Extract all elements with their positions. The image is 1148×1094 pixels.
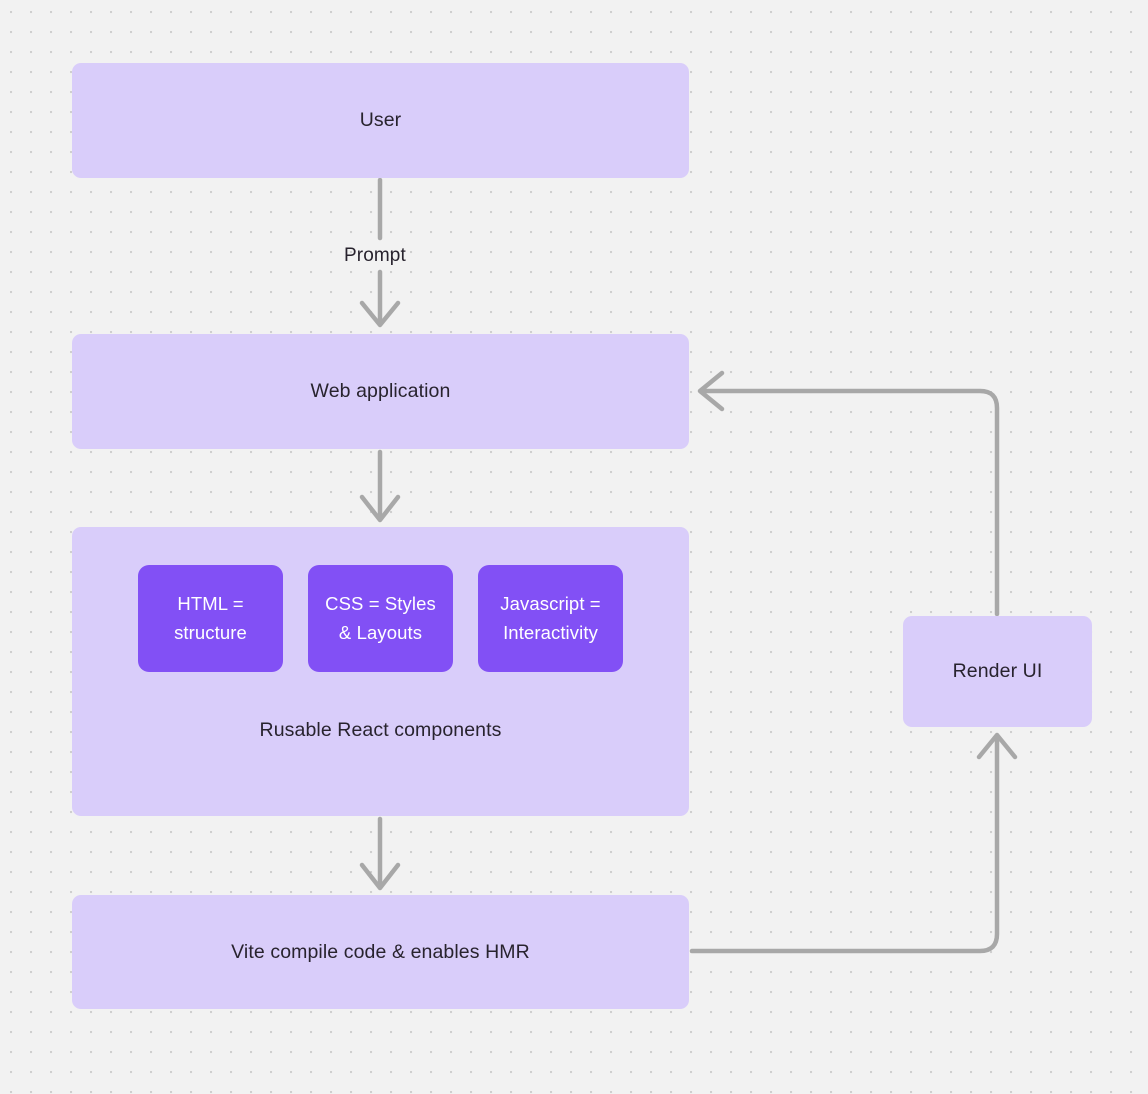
arrowhead-left-icon (697, 370, 725, 412)
node-react-components-container[interactable]: HTML = structure CSS = Styles & Layouts Ja… (72, 527, 689, 816)
chip-css[interactable]: CSS = Styles & Layouts (308, 565, 453, 672)
edge-components-to-vite (359, 816, 401, 891)
edge-vite-to-render (689, 732, 1018, 954)
chip-css-line2: & Layouts (338, 621, 423, 643)
node-web-application-label: Web application (310, 380, 451, 403)
chip-html-line2: structure (174, 621, 247, 643)
chip-html-line1: HTML = (177, 592, 244, 614)
node-react-components-caption: Rusable React components (259, 719, 502, 741)
chip-javascript-label: Javascript = Interactivity (500, 590, 600, 647)
node-vite[interactable]: Vite compile code & enables HMR (72, 895, 689, 1009)
arrowhead-down-icon (359, 300, 401, 328)
edge-render-to-webapp (697, 370, 1000, 617)
chip-row: HTML = structure CSS = Styles & Layouts Ja… (72, 565, 689, 672)
node-user-label: User (359, 109, 402, 132)
node-render-ui-label: Render UI (952, 660, 1043, 683)
chip-javascript-line2: Interactivity (503, 621, 598, 643)
chip-css-line1: CSS = Styles (325, 592, 436, 614)
edge-label-prompt: Prompt (344, 245, 406, 266)
chip-html[interactable]: HTML = structure (138, 565, 283, 672)
chip-css-label: CSS = Styles & Layouts (325, 590, 436, 647)
node-render-ui[interactable]: Render UI (903, 616, 1092, 727)
node-user[interactable]: User (72, 63, 689, 178)
arrowhead-down-icon (359, 862, 401, 891)
node-vite-label: Vite compile code & enables HMR (231, 940, 530, 963)
edge-webapp-to-components (359, 449, 401, 523)
arrowhead-down-icon (359, 494, 401, 523)
chip-javascript[interactable]: Javascript = Interactivity (478, 565, 623, 672)
node-web-application[interactable]: Web application (72, 334, 689, 449)
chip-html-label: HTML = structure (174, 590, 247, 647)
chip-javascript-line1: Javascript = (500, 592, 601, 614)
arrowhead-up-icon (976, 732, 1018, 760)
